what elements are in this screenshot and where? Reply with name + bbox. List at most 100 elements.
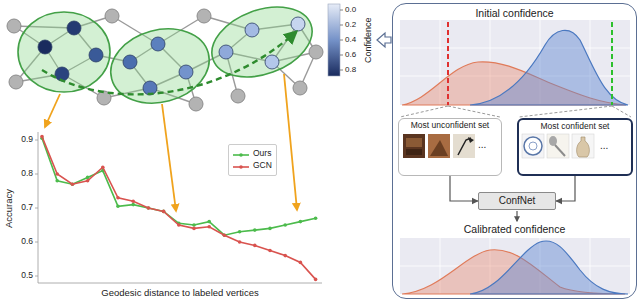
projection-line: [612, 106, 631, 117]
legend-box: OursGCN: [228, 144, 277, 176]
sample-image: [428, 134, 450, 158]
legend-sample-dot: [239, 165, 243, 169]
data-point: [238, 240, 242, 244]
sample-image: [430, 140, 448, 156]
data-point: [71, 182, 75, 186]
sample-image: [547, 134, 569, 158]
data-point: [131, 203, 135, 207]
sample-image: [529, 142, 537, 150]
data-point: [177, 223, 181, 227]
plot-background: [400, 238, 630, 294]
sample-image: [403, 134, 425, 158]
confidence-vertex: [291, 17, 305, 31]
axis-tick-label: 0.7: [21, 203, 33, 213]
legend-text: Ours: [253, 149, 271, 159]
graph-vertex: [9, 75, 23, 89]
data-point: [253, 228, 257, 232]
confidence-vertex: [179, 65, 193, 79]
legend-text: GCN: [253, 161, 272, 171]
sample-set-box: Most confident set...: [517, 118, 633, 176]
propagation-arrow: [42, 32, 296, 94]
colorbar-tick-label: 0.2: [345, 20, 356, 29]
data-point: [86, 179, 90, 183]
ellipsis-text: ...: [600, 140, 608, 152]
data-point: [101, 165, 105, 169]
pointer-arrow: [162, 104, 176, 211]
pointer-arrow: [45, 94, 60, 127]
process-box: ConfNet: [478, 192, 556, 210]
data-point: [253, 244, 257, 248]
chart-axis: [35, 208, 38, 209]
colorbar-tick: [340, 55, 343, 56]
chart-axis: [35, 132, 322, 283]
set-title: Most unconfident set: [411, 121, 489, 131]
projection-line: [400, 106, 631, 117]
data-point: [192, 227, 196, 231]
confidence-vertex: [55, 67, 69, 81]
data-point: [299, 261, 303, 265]
density-curve: [470, 241, 628, 294]
chart-axis: [35, 174, 38, 175]
colorbar-tick-label: 0.8: [345, 65, 356, 74]
region-blob: [202, 0, 322, 90]
confidence-vertex: [265, 55, 279, 69]
projection-line: [400, 106, 448, 117]
chart-axis: [38, 283, 322, 284]
confidence-vertex: [89, 48, 103, 62]
data-point: [162, 210, 166, 214]
chart-series: [40, 135, 317, 281]
pointer-arrow: [284, 74, 297, 210]
data-point: [55, 179, 59, 183]
confidence-vertex: [245, 23, 259, 37]
sample-set-box: Most unconfident set...: [398, 118, 502, 176]
data-point: [223, 233, 227, 237]
data-point: [207, 225, 211, 229]
data-point: [223, 233, 227, 237]
data-point: [55, 172, 59, 176]
region-blob: [18, 0, 322, 114]
threshold-line: [447, 22, 449, 105]
confidence-vertex: [151, 37, 165, 51]
colorbar: [328, 4, 340, 76]
sample-image: [555, 145, 565, 156]
threshold-line: [611, 22, 613, 105]
data-point: [238, 230, 242, 234]
panel-title: Initial confidence: [475, 7, 553, 19]
region-blob: [102, 18, 217, 113]
colorbar-title: Confidence: [363, 17, 373, 63]
data-point: [71, 182, 75, 186]
confidence-vertex: [67, 21, 81, 35]
colorbar-tick-label: 0.0: [345, 5, 356, 14]
graph-vertex: [309, 45, 323, 59]
graph-vertex: [293, 81, 307, 95]
data-point: [116, 196, 120, 200]
data-point: [283, 254, 287, 258]
data-point: [116, 205, 120, 209]
colorbar-tick: [340, 25, 343, 26]
legend-sample-dot: [239, 153, 243, 157]
data-line: [42, 138, 316, 235]
graph-vertex: [7, 9, 323, 111]
graph-vertex: [189, 97, 203, 111]
sample-image: [406, 149, 422, 155]
ellipsis-text: ...: [478, 139, 486, 151]
plot-grid: [400, 20, 630, 105]
confidence-vertex: [219, 45, 233, 59]
colorbar-tick-label: 0.4: [345, 35, 356, 44]
projection-line: [448, 106, 500, 117]
data-point: [283, 223, 287, 227]
confidence-vertex: [38, 40, 52, 54]
sample-image: [577, 137, 590, 157]
chart-axis: [35, 140, 38, 141]
colorbar-tick: [340, 70, 343, 71]
axis-title: Accuracy: [5, 188, 16, 227]
hollow-arrow: [377, 33, 391, 47]
confidence-vertex: [123, 55, 137, 69]
panel-title: Calibrated confidence: [464, 223, 566, 235]
data-line: [42, 137, 316, 280]
sample-image: [458, 138, 471, 155]
projection-line: [519, 106, 612, 117]
